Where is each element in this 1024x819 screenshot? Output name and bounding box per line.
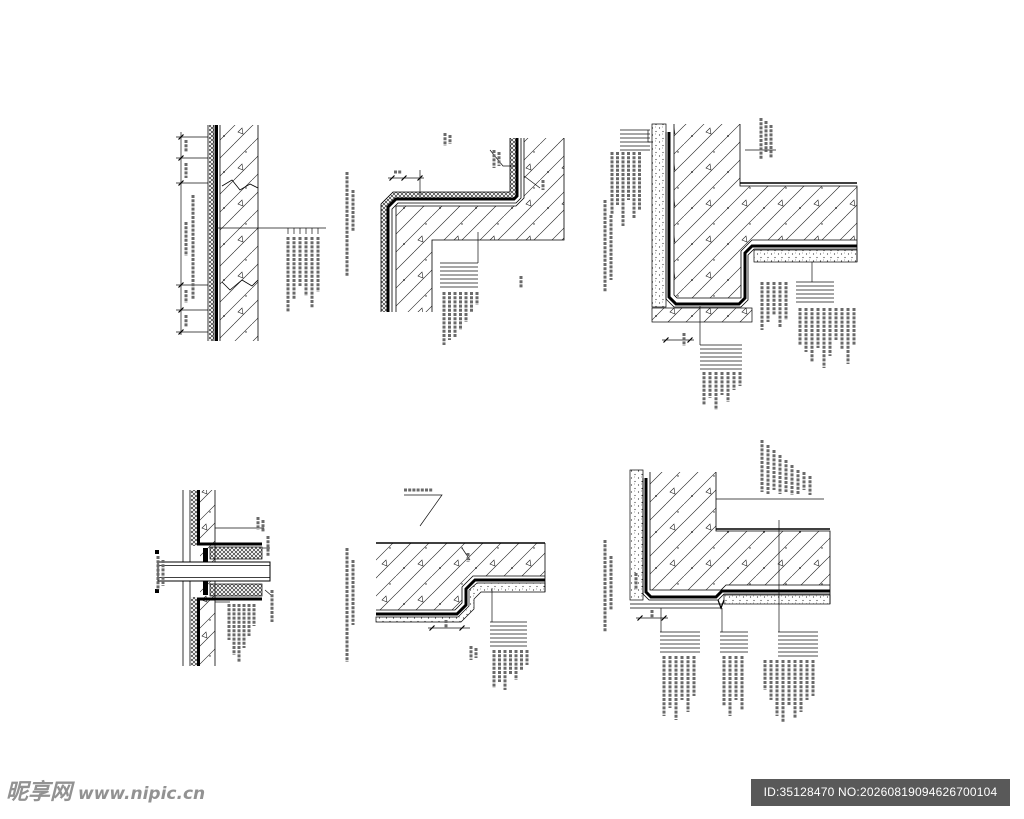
detail-step-section-a bbox=[380, 138, 565, 312]
concrete-wall-slab bbox=[674, 124, 857, 298]
waterproof-membrane bbox=[197, 597, 262, 666]
dimension-tick bbox=[687, 337, 693, 343]
annotation-layer bbox=[156, 118, 856, 722]
waterproof-membrane bbox=[667, 132, 857, 306]
dimension-tick bbox=[637, 615, 643, 621]
waterproof-membrane bbox=[644, 478, 830, 599]
aggregate-layer bbox=[375, 582, 546, 623]
pipe-end-mark bbox=[155, 589, 159, 593]
leader-line bbox=[404, 494, 443, 527]
concrete-break-line bbox=[221, 179, 259, 191]
waterproof-flange bbox=[203, 548, 208, 562]
watermark-site: www.nipic.cn bbox=[78, 784, 206, 804]
detail-step-section-b bbox=[375, 542, 546, 623]
waterproof-membrane bbox=[376, 578, 545, 616]
concrete-slab bbox=[396, 138, 564, 312]
aggregate-layer-slab bbox=[753, 249, 858, 263]
dimension-tick bbox=[178, 134, 184, 140]
image-id-bar: ID:35128470 NO:20260819094626700104 bbox=[751, 779, 1010, 806]
concrete-outer-edge bbox=[739, 124, 858, 262]
dimension-tick bbox=[178, 180, 184, 186]
sealing-block-bottom bbox=[209, 583, 263, 597]
concrete-inner-edge bbox=[431, 138, 565, 312]
dimension-tick bbox=[389, 175, 395, 181]
membrane-outer-line bbox=[665, 132, 857, 308]
membrane-inner-line bbox=[391, 138, 522, 312]
waterproof-flange bbox=[203, 581, 208, 595]
dimension-tick bbox=[661, 615, 667, 621]
aggregate-layer bbox=[629, 469, 644, 601]
sealing-block-top bbox=[209, 546, 263, 560]
waterproof-membrane bbox=[197, 490, 262, 546]
dimension-tick bbox=[663, 337, 669, 343]
concrete-face-line bbox=[673, 124, 857, 299]
leader-line bbox=[523, 175, 541, 189]
watermark-logo-text: 昵享网 bbox=[6, 780, 73, 805]
base-layer bbox=[651, 307, 753, 323]
protective-layer bbox=[191, 597, 197, 666]
dimension-tick bbox=[178, 282, 184, 288]
aggregate-layer bbox=[651, 123, 667, 308]
drain-mark bbox=[717, 599, 725, 610]
detail-pipe-penetration bbox=[155, 490, 271, 666]
dimension-tick bbox=[178, 155, 184, 161]
dimension-tick bbox=[401, 175, 407, 181]
waterproof-membrane bbox=[386, 138, 519, 312]
concrete-face-line bbox=[376, 575, 545, 611]
protective-layer-outer-line bbox=[380, 138, 511, 312]
aggregate-layer-slab bbox=[723, 594, 831, 605]
detail-wall-section bbox=[207, 125, 259, 341]
membrane-outer-line bbox=[642, 478, 830, 601]
dimension-tick bbox=[459, 625, 465, 631]
concrete-slab bbox=[376, 543, 545, 610]
dimension-tick bbox=[429, 625, 435, 631]
pipe bbox=[157, 561, 271, 582]
pipe-end-mark bbox=[155, 550, 159, 554]
protective-layer bbox=[209, 125, 214, 341]
concrete-face-line bbox=[395, 138, 525, 312]
concrete-break-line bbox=[221, 279, 259, 291]
dimension-tick bbox=[178, 329, 184, 335]
concrete-wall bbox=[220, 125, 258, 341]
concrete-outer-edge bbox=[715, 472, 831, 604]
detail-corner-section-b bbox=[629, 469, 831, 610]
image-id-text: ID:35128470 NO:20260819094626700104 bbox=[763, 785, 998, 799]
protective-layer bbox=[191, 490, 197, 546]
dimension-tick bbox=[178, 307, 184, 313]
detail-corner-section-a bbox=[651, 123, 858, 323]
